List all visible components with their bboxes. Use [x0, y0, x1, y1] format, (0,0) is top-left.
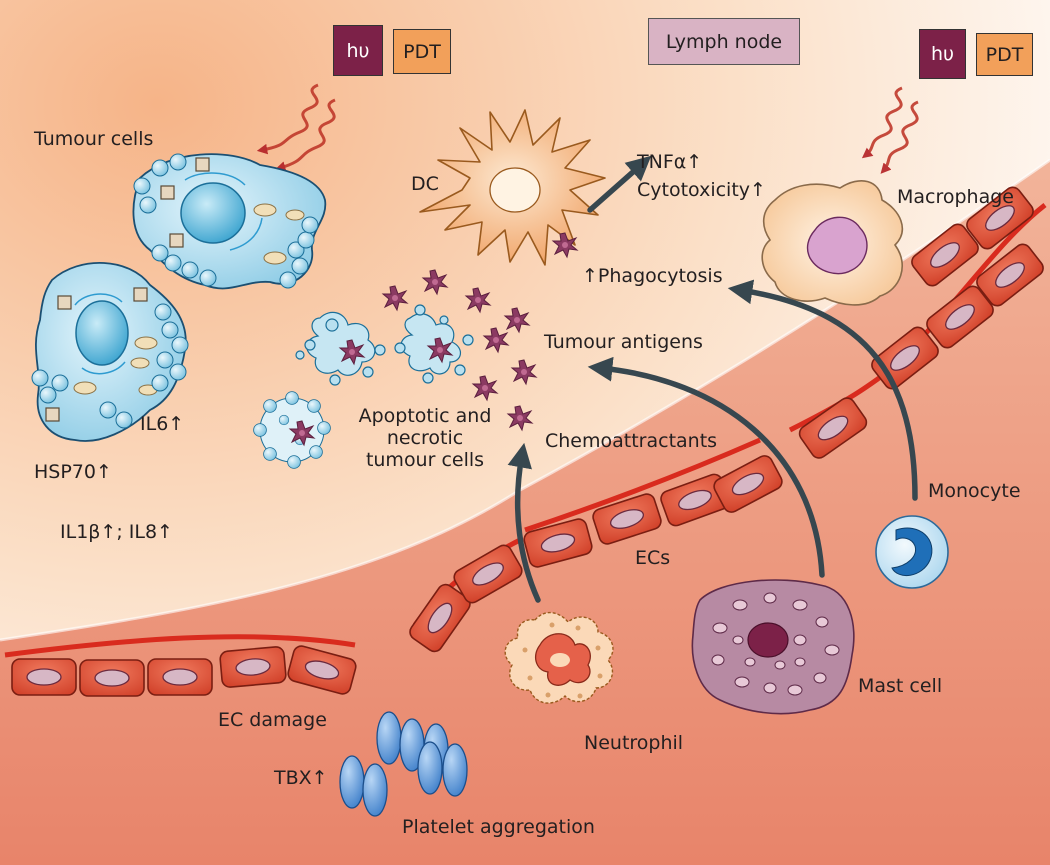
vessel-wall-left: [4, 634, 356, 658]
neutrophil-cell: [504, 612, 614, 704]
monocyte-arrow: [727, 279, 918, 501]
light-symbol-left: hυ: [333, 25, 383, 76]
light-symbol-right: hυ: [919, 29, 966, 79]
migration-arrows: [507, 155, 918, 603]
dendritic-cell: [419, 109, 606, 266]
tumour-cell-upper: [132, 153, 327, 290]
apoptotic-cell-fragments: [295, 304, 474, 386]
cytotoxicity-label: Cytotoxicity↑: [637, 179, 766, 201]
il6-label: IL6↑: [140, 413, 185, 435]
apoptotic-cells-label: Apoptotic and necrotic tumour cells: [358, 405, 492, 471]
mast-cell: [691, 579, 855, 715]
dc-to-lymph-node-arrow: [587, 155, 652, 213]
il1b-il8-label: IL1β↑; IL8↑: [60, 521, 173, 543]
lymph-node-box: Lymph node: [648, 18, 800, 65]
mast-cell-arrow: [587, 356, 825, 578]
light-rays-left: [256, 83, 336, 172]
mast-cell-label: Mast cell: [858, 675, 943, 697]
platelet-aggregate: [339, 711, 468, 817]
dc-label: DC: [411, 173, 439, 195]
tumour-antigens-label: Tumour antigens: [544, 331, 703, 353]
pdt-label-right: PDT: [976, 33, 1033, 76]
neutrophil-arrow: [507, 442, 541, 603]
macrophage-cell: [761, 180, 904, 306]
pdt-label-left: PDT: [393, 29, 451, 74]
monocyte-cell: [875, 515, 949, 589]
monocyte-label: Monocyte: [928, 480, 1021, 502]
light-rays-right: [861, 86, 919, 174]
chemoattractants-label: Chemoattractants: [545, 430, 718, 452]
macrophage-label: Macrophage: [897, 186, 1014, 208]
platelet-aggregation-label: Platelet aggregation: [402, 816, 595, 838]
neutrophil-label: Neutrophil: [584, 732, 684, 754]
hsp70-label: HSP70↑: [34, 461, 112, 483]
tnf-label: TNFα↑: [637, 151, 703, 173]
tumour-cell-lower: [31, 262, 189, 442]
ecs-label: ECs: [635, 547, 671, 569]
ec-damage-label: EC damage: [218, 709, 327, 731]
phagocytosis-label: ↑Phagocytosis: [582, 265, 723, 287]
tumour-cells-label: Tumour cells: [34, 128, 154, 150]
tbx-label: TBX↑: [274, 767, 328, 789]
